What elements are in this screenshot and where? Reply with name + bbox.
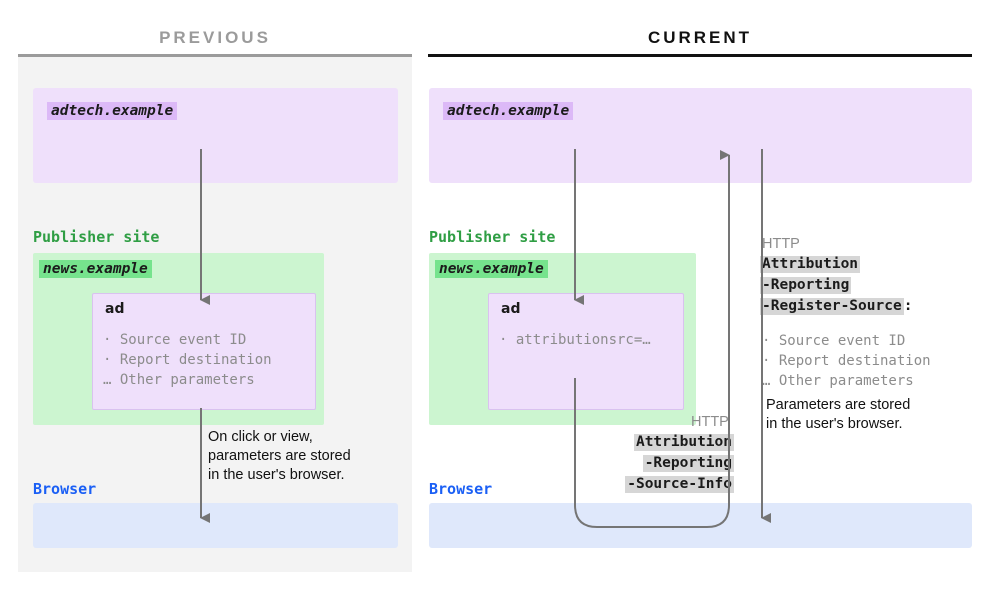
http-header-line: -Reporting [760,276,912,294]
http-header-colon: : [903,298,913,314]
adtech-domain-text: adtech.example [47,102,178,120]
divider-current [428,54,972,57]
news-domain-chip-previous: news.example [39,260,152,278]
ad-label-current: ad [501,301,521,317]
news-domain-text: news.example [435,260,548,278]
http-header-line: Attribution [760,255,912,273]
http-header-text: -Source-Info [625,476,734,493]
browser-box-current [429,503,972,548]
http-header-text: Attribution [633,434,734,451]
http-header-line: -Register-Source: [760,297,912,315]
browser-box-previous [33,503,398,548]
column-heading-previous: PREVIOUS [159,28,271,47]
http-header-register-source: Attribution -Reporting -Register-Source: [760,255,912,318]
ad-parameters-current: · attributionsrc=… [499,332,651,348]
ad-box-previous [92,293,316,410]
browser-label-current: Browser [429,480,493,498]
news-domain-text: news.example [39,260,152,278]
http-header-line: -Source-Info [530,475,734,493]
adtech-domain-text: adtech.example [443,102,574,120]
http-header-line: -Reporting [530,454,734,472]
http-register-source-parameters: · Source event ID · Report destination …… [762,333,931,389]
publisher-site-label-current: Publisher site [429,228,556,246]
http-header-text: -Reporting [642,455,734,472]
divider-previous [18,54,412,57]
note-previous: On click or view, parameters are stored … [208,429,351,483]
publisher-site-label-previous: Publisher site [33,228,160,246]
http-header-text: -Reporting [760,277,852,294]
ad-parameters-previous: · Source event ID · Report destination …… [103,332,272,388]
adtech-domain-chip-previous: adtech.example [47,102,178,120]
http-protocol-label-register-source: HTTP [762,236,800,252]
http-header-text: -Register-Source [760,298,904,315]
http-header-source-info: Attribution -Reporting -Source-Info [530,433,734,496]
http-header-line: Attribution [530,433,734,451]
browser-label-previous: Browser [33,480,97,498]
note-current: Parameters are stored in the user's brow… [766,397,911,432]
adtech-domain-chip-current: adtech.example [443,102,574,120]
news-domain-chip-current: news.example [435,260,548,278]
column-heading-current: CURRENT [647,28,753,47]
ad-label-previous: ad [105,301,125,317]
http-header-text: Attribution [760,256,861,273]
http-protocol-label-source-info: HTTP [691,414,729,430]
